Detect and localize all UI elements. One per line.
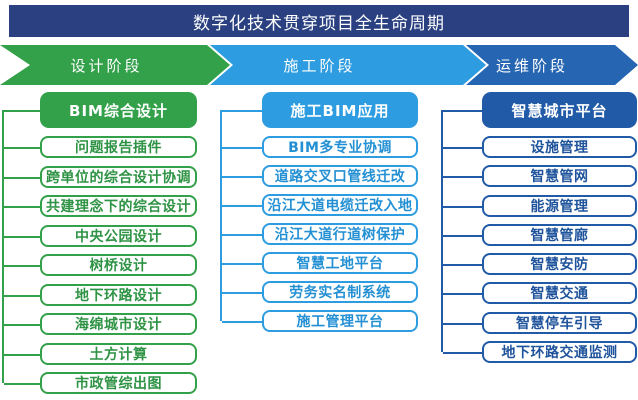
connector-trunk-construction: [220, 110, 222, 321]
design-item: 跨单位的综合设计协调: [4, 165, 197, 188]
connector-trunk-design: [2, 110, 4, 383]
design-item: 市政管综出图: [4, 372, 197, 394]
phase-arrow-construction: [210, 45, 486, 85]
operations-item: 智慧安防: [443, 253, 637, 276]
design-item: 问题报告插件: [4, 136, 197, 158]
column-construction: 施工BIM应用 BIM多专业协调 道路交叉口管线迁改 沿江大道电缆迁改入地 沿江…: [220, 92, 418, 332]
column-header-design: BIM综合设计: [2, 92, 197, 128]
operations-item: 能源管理: [443, 194, 637, 217]
column-items-construction: BIM多专业协调 道路交叉口管线迁改 沿江大道电缆迁改入地 沿江大道行道树保护 …: [222, 136, 418, 332]
operations-item: 地下环路交通监测: [443, 341, 637, 364]
connector-trunk-operations: [441, 110, 443, 352]
construction-item: 沿江大道行道树保护: [222, 223, 418, 245]
operations-item: 智慧停车引导: [443, 311, 637, 334]
construction-item: 施工管理平台: [222, 310, 418, 332]
phase-arrow-operations: [466, 45, 638, 85]
column-operations: 智慧城市平台 设施管理 智慧管网 能源管理 智慧管廊 智慧安防 智慧交通 智慧停…: [441, 92, 637, 364]
design-item: 土方计算: [4, 342, 197, 365]
column-header-construction: 施工BIM应用: [220, 92, 418, 128]
phase-label-operations: 运维阶段: [495, 56, 568, 75]
operations-item: 智慧管廊: [443, 223, 637, 246]
operations-item: 智慧管网: [443, 165, 637, 188]
diagram-title: 数字化技术贯穿项目全生命周期: [193, 13, 445, 34]
construction-item: 道路交叉口管线迁改: [222, 165, 418, 187]
column-items-design: 问题报告插件 跨单位的综合设计协调 共建理念下的综合设计 中央公园设计 树桥设计…: [4, 136, 197, 394]
design-item: 树桥设计: [4, 254, 197, 276]
construction-item: 智慧工地平台: [222, 252, 418, 274]
diagram-title-bar: 数字化技术贯穿项目全生命周期: [9, 5, 629, 37]
design-item: 共建理念下的综合设计: [4, 195, 197, 217]
design-item: 海绵城市设计: [4, 313, 197, 335]
construction-item: 沿江大道电缆迁改入地: [222, 194, 418, 216]
operations-item: 设施管理: [443, 136, 637, 158]
design-item: 中央公园设计: [4, 224, 197, 247]
phase-label-construction: 施工阶段: [283, 56, 356, 75]
phase-label-design: 设计阶段: [70, 56, 143, 75]
construction-item: 劳务实名制系统: [222, 281, 418, 303]
construction-item: BIM多专业协调: [222, 136, 418, 158]
operations-item: 智慧交通: [443, 282, 637, 305]
design-item: 地下环路设计: [4, 283, 197, 306]
column-design: BIM综合设计 问题报告插件 跨单位的综合设计协调 共建理念下的综合设计 中央公…: [2, 92, 197, 394]
column-header-operations: 智慧城市平台: [441, 92, 637, 128]
column-items-operations: 设施管理 智慧管网 能源管理 智慧管廊 智慧安防 智慧交通 智慧停车引导 地下环…: [443, 136, 637, 364]
phase-arrow-design: [0, 45, 230, 85]
